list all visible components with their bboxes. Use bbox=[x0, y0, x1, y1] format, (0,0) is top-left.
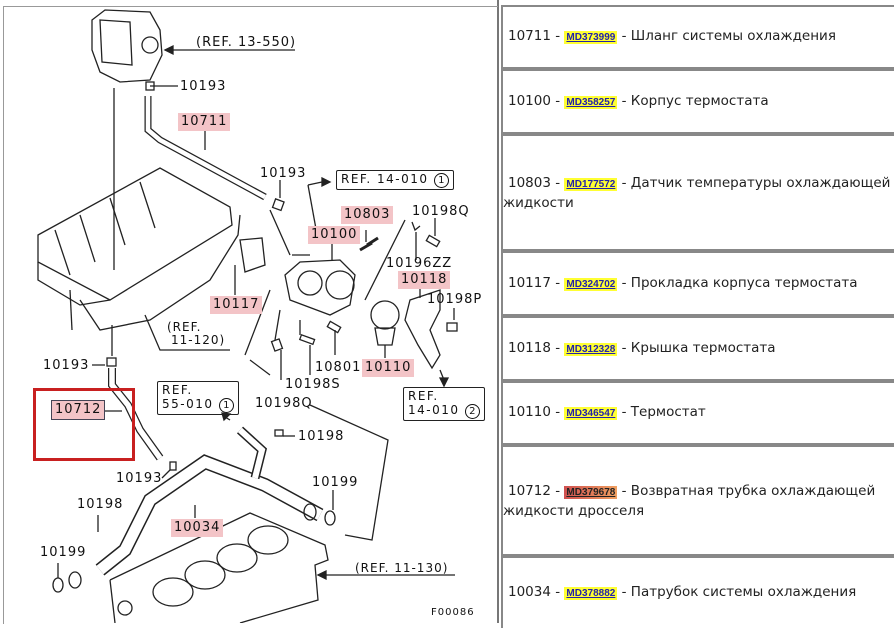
part-description: - Термостат bbox=[621, 404, 706, 420]
parts-list-row: 10117 - MD324702 - Прокладка корпуса тер… bbox=[501, 251, 894, 316]
callout-10117[interactable]: 10117 bbox=[210, 296, 263, 314]
callout-10198p: 10198P bbox=[427, 292, 483, 307]
ref-11-120-label-line2[interactable]: 11-120) bbox=[171, 333, 226, 347]
callout-10198s: 10198S bbox=[285, 377, 341, 392]
parts-list-row: 10803 - MD177572 - Датчик температуры ох… bbox=[501, 134, 894, 251]
part-code-link[interactable]: MD378882 bbox=[564, 587, 618, 600]
part-number: 10711 bbox=[508, 28, 551, 44]
part-description: - Патрубок системы охлаждения bbox=[621, 584, 857, 600]
thermostat-cover-drawing bbox=[404, 288, 458, 370]
exploded-view-drawing bbox=[37, 9, 458, 623]
callout-10110[interactable]: 10110 bbox=[362, 359, 415, 377]
ref-circle-number: 1 bbox=[218, 398, 234, 413]
callout-10711[interactable]: 10711 bbox=[178, 113, 231, 131]
part-description: - Корпус термостата bbox=[621, 92, 769, 109]
ref-label-line2: 55-010 bbox=[162, 397, 214, 411]
part-code-link[interactable]: MD373999 bbox=[564, 31, 618, 44]
ref-55-010-box[interactable]: REF.55-010 1 bbox=[157, 381, 239, 415]
callout-10801: 10801 bbox=[315, 360, 362, 375]
parts-list-row: 10118 - MD312328 - Крышка термостата bbox=[501, 316, 894, 381]
diagram-frame bbox=[3, 6, 498, 624]
part-code-link[interactable]: MD312328 bbox=[564, 342, 618, 356]
part-description: - Шланг системы охлаждения bbox=[621, 28, 836, 44]
part-description: - Крышка термостата bbox=[621, 339, 776, 356]
part-code-link[interactable]: MD324702 bbox=[564, 277, 618, 291]
separator: - bbox=[550, 274, 565, 291]
part-number: 10034 bbox=[508, 584, 551, 600]
callout-10199: 10199 bbox=[40, 545, 87, 560]
part-code-link[interactable]: MD177572 bbox=[564, 177, 618, 191]
ref-label: REF. bbox=[408, 389, 439, 403]
part-number: 10110 bbox=[508, 404, 551, 420]
part-number: 10100 bbox=[508, 92, 551, 109]
ref-label: REF. bbox=[162, 383, 193, 397]
intake-manifold-drawing bbox=[37, 167, 266, 331]
part-number: 10712 bbox=[508, 482, 551, 499]
separator: - bbox=[550, 92, 565, 109]
ref-13-550-label[interactable]: (REF. 13-550) bbox=[196, 35, 297, 50]
part-code-link[interactable]: MD358257 bbox=[564, 95, 618, 109]
parts-list-row: 10100 - MD358257 - Корпус термостата bbox=[501, 69, 894, 134]
parts-list-row: 10034 - MD378882 - Патрубок системы охла… bbox=[501, 556, 894, 628]
callout-10198: 10198 bbox=[298, 429, 345, 444]
parts-list-row-selected: 10712 - MD379678 - Возвратная трубка охл… bbox=[501, 445, 894, 556]
separator: - bbox=[550, 584, 565, 600]
ref-14-010-1-box[interactable]: REF. 14-010 1 bbox=[336, 170, 454, 190]
ref-label: REF. 14-010 bbox=[341, 172, 429, 186]
part-code-link-selected[interactable]: MD379678 bbox=[564, 485, 618, 499]
selected-part-highlight-box bbox=[33, 388, 135, 461]
part-description: - Прокладка корпуса термостата bbox=[621, 274, 858, 291]
callout-10193: 10193 bbox=[43, 358, 90, 373]
separator: - bbox=[550, 28, 565, 44]
parts-diagram: (REF. 13-550) 10193 10711 10193 REF. 14-… bbox=[3, 0, 499, 624]
figure-id: F00086 bbox=[431, 607, 475, 618]
part-number: 10803 bbox=[508, 174, 551, 191]
part-number: 10118 bbox=[508, 339, 551, 356]
separator: - bbox=[550, 404, 565, 420]
callout-10193: 10193 bbox=[260, 166, 307, 181]
ref-11-130-label[interactable]: (REF. 11-130) bbox=[355, 561, 449, 575]
callout-10118[interactable]: 10118 bbox=[398, 271, 451, 289]
callout-10198q: 10198Q bbox=[412, 204, 470, 219]
ref-label-line2: 14-010 bbox=[408, 403, 460, 417]
ref-circle-number: 2 bbox=[464, 404, 480, 419]
parts-list-row: 10110 - MD346547 - Термостат bbox=[501, 381, 894, 445]
callout-10196zz: 10196ZZ bbox=[386, 256, 453, 271]
callout-10198q: 10198Q bbox=[255, 396, 313, 411]
separator: - bbox=[550, 339, 565, 356]
part-code-link[interactable]: MD346547 bbox=[564, 407, 618, 420]
callout-10193: 10193 bbox=[180, 79, 227, 94]
callout-10712-selected[interactable]: 10712 bbox=[50, 400, 106, 420]
ref-circle-number: 1 bbox=[433, 173, 449, 188]
part-number: 10117 bbox=[508, 274, 551, 291]
throttle-body-drawing bbox=[91, 9, 163, 83]
callout-10034[interactable]: 10034 bbox=[171, 519, 224, 537]
cylinder-block-drawing bbox=[109, 512, 329, 623]
part-description: - Датчик температуры охлаждающей жидкост… bbox=[503, 174, 891, 211]
callout-10193: 10193 bbox=[116, 471, 163, 486]
part-description: - Возвратная трубка охлаждающей жидкости… bbox=[503, 482, 876, 519]
separator: - bbox=[550, 174, 565, 191]
ref-11-120-label[interactable]: (REF. bbox=[167, 320, 202, 334]
callout-10198: 10198 bbox=[77, 497, 124, 512]
callout-10199: 10199 bbox=[312, 475, 359, 490]
return-hose-10712-drawing bbox=[106, 357, 164, 461]
ref-14-010-2-box[interactable]: REF.14-010 2 bbox=[403, 387, 485, 421]
o-ring-10199 bbox=[324, 510, 336, 526]
callout-10100[interactable]: 10100 bbox=[308, 226, 361, 244]
callout-10803[interactable]: 10803 bbox=[341, 206, 394, 224]
parts-list-row: 10711 - MD373999 - Шланг системы охлажде… bbox=[501, 5, 894, 69]
coolant-pipe-10034-drawing bbox=[68, 426, 324, 589]
thermostat-drawing bbox=[370, 300, 400, 358]
o-ring-10199-b bbox=[52, 577, 64, 593]
separator: - bbox=[550, 482, 565, 499]
